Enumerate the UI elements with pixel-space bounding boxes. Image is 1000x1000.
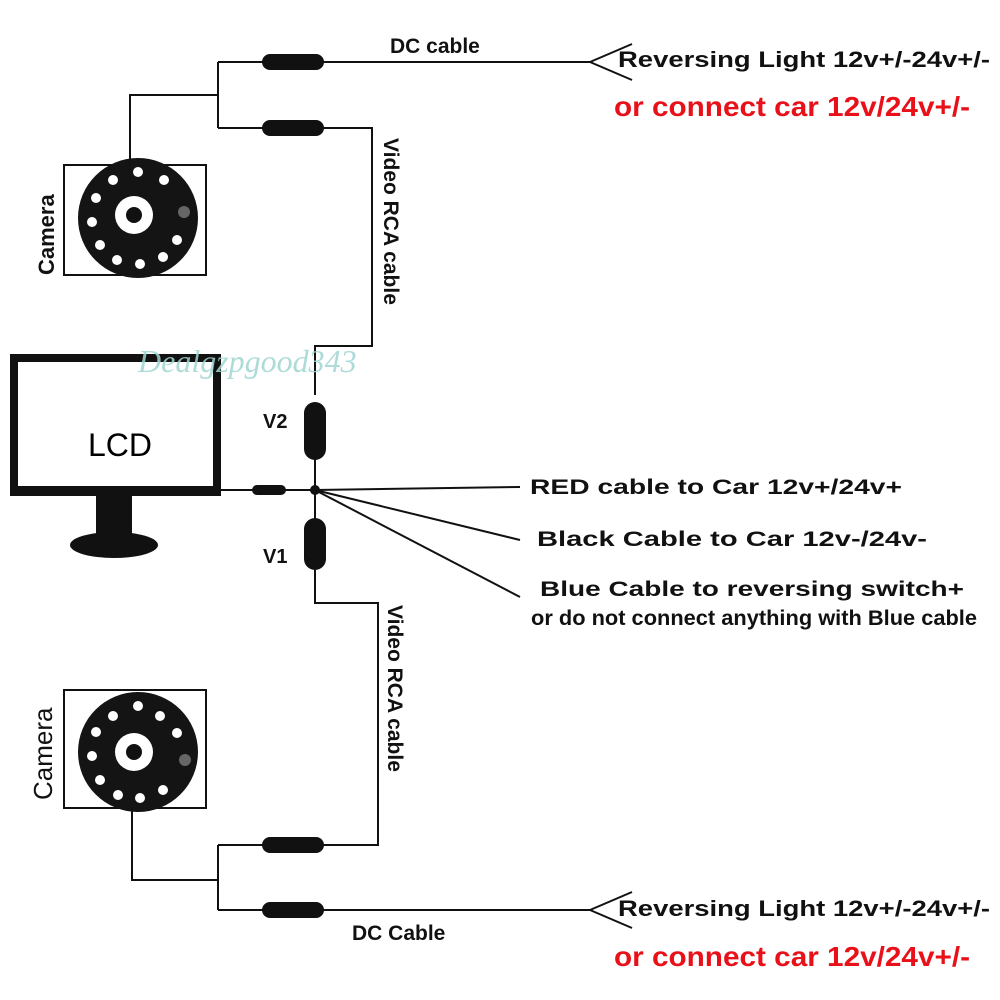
top-camera: Camera	[34, 158, 207, 278]
blue-cable-wire	[314, 489, 521, 598]
v2-label: V2	[263, 411, 287, 433]
top-power-line2: or connect car 12v/24v+/-	[614, 91, 970, 122]
bottom-power-line1: Reversing Light 12v+/-24v+/-	[618, 896, 990, 921]
top-dc-connector	[262, 54, 324, 70]
v1-label: V1	[263, 546, 287, 568]
top-video-connector	[262, 120, 324, 136]
lcd-neck	[96, 496, 132, 536]
blue-cable-note: or do not connect anything with Blue cab…	[531, 607, 977, 630]
top-dc-cable-label: DC cable	[390, 35, 480, 58]
bottom-power-fork-a	[589, 891, 633, 911]
bottom-dc-cable-label: DC Cable	[352, 922, 445, 945]
v2-connector	[304, 402, 326, 460]
bottom-video-cable-label: Video RCA cable	[383, 605, 406, 772]
harness-junction	[310, 485, 320, 495]
bottom-camera-label: Camera	[28, 707, 58, 800]
top-camera-sensor	[178, 206, 190, 218]
blue-cable-label: Blue Cable to reversing switch+	[540, 578, 964, 601]
top-power-fork-b	[589, 61, 633, 81]
top-power-fork-a	[589, 43, 633, 63]
black-cable-label: Black Cable to Car 12v-/24v-	[537, 528, 927, 551]
bottom-video-connector	[262, 837, 324, 853]
bottom-camera-lens	[126, 744, 142, 760]
bottom-video-wire	[218, 570, 379, 846]
top-camera-drop-wire	[129, 94, 218, 165]
bottom-camera-leds	[87, 701, 182, 803]
lcd-screen	[18, 362, 213, 486]
lcd-stand	[70, 532, 158, 558]
bottom-dc-connector	[262, 902, 324, 918]
black-cable-wire	[314, 489, 521, 541]
top-video-cable-label: Video RCA cable	[379, 138, 402, 305]
red-cable-wire	[314, 486, 521, 491]
top-camera-label: Camera	[34, 194, 59, 275]
lcd-monitor: LCD	[10, 354, 221, 558]
bottom-camera-sensor	[179, 754, 191, 766]
lcd-plug-connector	[252, 485, 286, 495]
top-camera-lens	[126, 207, 142, 223]
lcd-label: LCD	[88, 427, 152, 463]
bottom-camera: Camera	[28, 689, 207, 812]
bottom-camera-drop-wire	[131, 808, 218, 881]
watermark: Dealgzpgood343	[137, 343, 357, 379]
v1-connector	[304, 518, 326, 570]
top-power-line1: Reversing Light 12v+/-24v+/-	[618, 47, 990, 72]
connectors	[252, 54, 326, 918]
bottom-power-fork-b	[589, 909, 633, 929]
red-cable-label: RED cable to Car 12v+/24v+	[530, 476, 902, 499]
top-camera-leds	[87, 167, 182, 269]
bottom-power-line2: or connect car 12v/24v+/-	[614, 941, 970, 972]
